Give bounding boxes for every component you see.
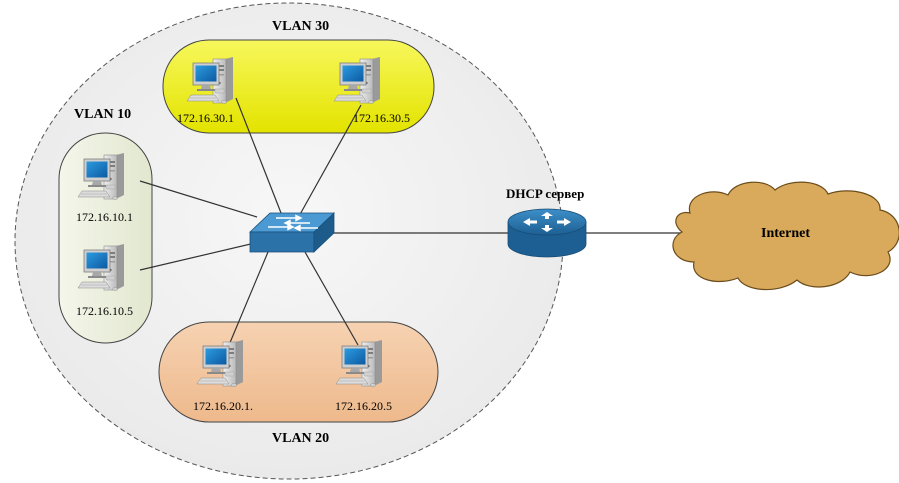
computer-icon <box>186 56 234 104</box>
vlan10-host1-ip: 172.16.10.1 <box>76 210 133 224</box>
link-vlan20-host2 <box>304 251 359 346</box>
link-vlan10-host1 <box>139 180 258 218</box>
network-links <box>139 97 682 346</box>
internet-label: Internet <box>761 226 810 241</box>
link-vlan20-host1 <box>228 251 269 346</box>
vlan30-title: VLAN 30 <box>272 19 330 34</box>
internet-cloud-icon <box>672 181 899 291</box>
dhcp-server-label: DHCP сервер <box>506 186 585 201</box>
vlan30-host2-ip: 172.16.30.5 <box>353 111 410 125</box>
vlan10-host2-ip: 172.16.10.5 <box>76 304 133 318</box>
vlan10-zone <box>58 132 153 344</box>
computer-icon <box>77 152 125 200</box>
vlan10-title: VLAN 10 <box>74 107 132 122</box>
computer-icon <box>77 243 125 291</box>
vlan20-host2-ip: 172.16.20.5 <box>335 399 392 413</box>
link-vlan30-host2 <box>297 104 362 219</box>
computer-icon <box>333 56 381 104</box>
vlan20-host1-ip: 172.16.20.1. <box>193 399 253 413</box>
network-switch-icon <box>248 212 336 253</box>
router-icon <box>507 208 587 258</box>
computer-icon <box>335 339 383 387</box>
computer-icon <box>196 339 244 387</box>
link-vlan30-host1 <box>235 97 284 219</box>
link-vlan10-host2 <box>139 242 256 271</box>
vlan30-host1-ip: 172.16.30.1 <box>177 111 234 125</box>
vlan20-title: VLAN 20 <box>272 431 330 446</box>
